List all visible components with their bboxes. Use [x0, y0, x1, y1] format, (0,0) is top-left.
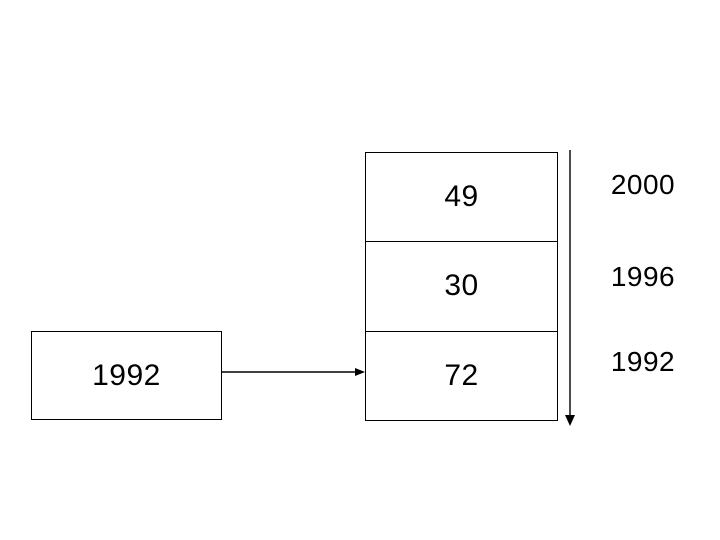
- timeline-year-label-1992: 1992: [610, 346, 676, 377]
- stack-cell-middle[interactable]: 30: [366, 242, 557, 332]
- stack-cell-top[interactable]: 49: [366, 153, 557, 243]
- stack-cell-bottom[interactable]: 72: [366, 332, 557, 420]
- connector-arrow: [222, 365, 365, 379]
- stack-cell-value: 72: [444, 358, 479, 392]
- timeline-year-label-1996: 1996: [610, 261, 676, 292]
- arrow-down-icon: [565, 150, 575, 426]
- timeline-axis: [563, 150, 577, 426]
- source-box[interactable]: 1992: [31, 331, 222, 420]
- stack-cell-value: 49: [444, 180, 479, 214]
- arrow-right-icon: [222, 368, 365, 376]
- stack-cell-value: 30: [444, 269, 479, 303]
- value-stack: 49 30 72: [365, 152, 558, 421]
- timeline-year-label-2000: 2000: [610, 169, 676, 200]
- source-box-label: 1992: [92, 358, 161, 392]
